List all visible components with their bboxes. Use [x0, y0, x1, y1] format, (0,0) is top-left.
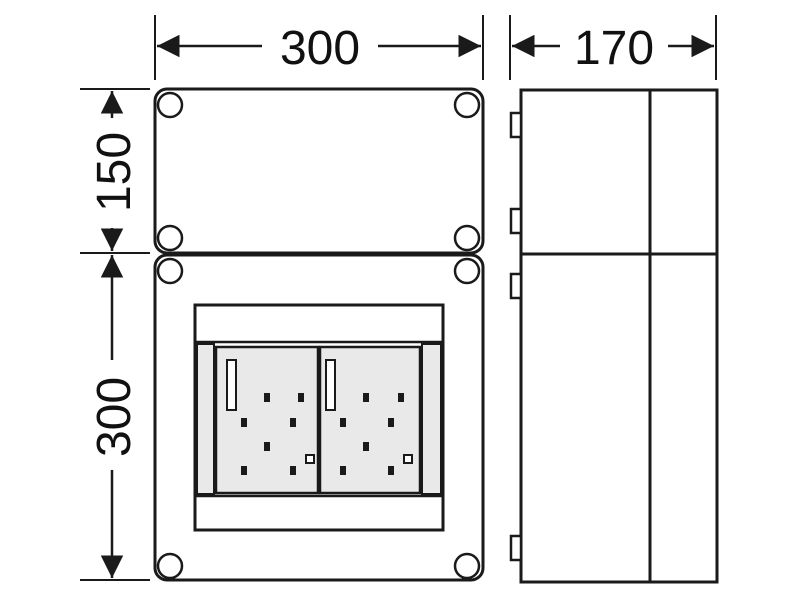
socket-block-right — [318, 345, 422, 495]
dimension-side-depth: 170 — [509, 15, 717, 80]
screw-hole — [453, 224, 481, 252]
socket-pin — [363, 393, 369, 402]
side-latch — [509, 111, 523, 139]
side-latch — [509, 534, 523, 562]
side-latch — [509, 207, 523, 235]
screw-hole — [453, 552, 481, 580]
socket-pin — [363, 442, 369, 451]
screw-hole — [453, 257, 481, 285]
bottom-height-label: 300 — [88, 377, 141, 457]
socket-indicator — [305, 454, 315, 464]
top-module-body — [153, 87, 485, 255]
dimension-bottom-height: 300 — [80, 255, 150, 581]
socket-pin — [290, 466, 296, 475]
screw-hole — [156, 91, 184, 119]
screw-hole — [156, 257, 184, 285]
dimension-front-width: 300 — [154, 15, 484, 80]
socket-pin — [241, 418, 247, 427]
socket-pin — [241, 466, 247, 475]
socket-pin — [290, 418, 296, 427]
socket-pin — [388, 418, 394, 427]
socket-pin — [388, 466, 394, 475]
socket-pin — [340, 418, 346, 427]
panel-side-left — [196, 343, 215, 495]
side-latch — [509, 272, 523, 300]
front-top-module — [153, 87, 485, 255]
breaker-panel — [193, 303, 445, 532]
side-depth-label: 170 — [574, 22, 654, 75]
side-bottom-module — [519, 252, 719, 584]
side-top-module — [519, 88, 719, 256]
socket-block-left — [214, 345, 320, 495]
screw-hole — [156, 552, 184, 580]
socket-pin — [298, 393, 304, 402]
top-height-label: 150 — [88, 132, 141, 212]
screw-hole — [453, 91, 481, 119]
panel-side-right — [421, 343, 442, 495]
screw-hole — [156, 224, 184, 252]
socket-pin — [340, 466, 346, 475]
socket-pin — [264, 393, 270, 402]
socket-switch-slot — [226, 359, 237, 411]
dimension-top-height: 150 — [80, 88, 150, 254]
side-view — [509, 88, 719, 584]
front-bottom-module — [153, 253, 485, 582]
socket-pin — [398, 393, 404, 402]
socket-indicator — [403, 454, 413, 464]
socket-switch-slot — [325, 359, 336, 411]
front-width-label: 300 — [280, 22, 360, 75]
socket-block-body — [318, 345, 422, 495]
socket-pin — [264, 442, 270, 451]
